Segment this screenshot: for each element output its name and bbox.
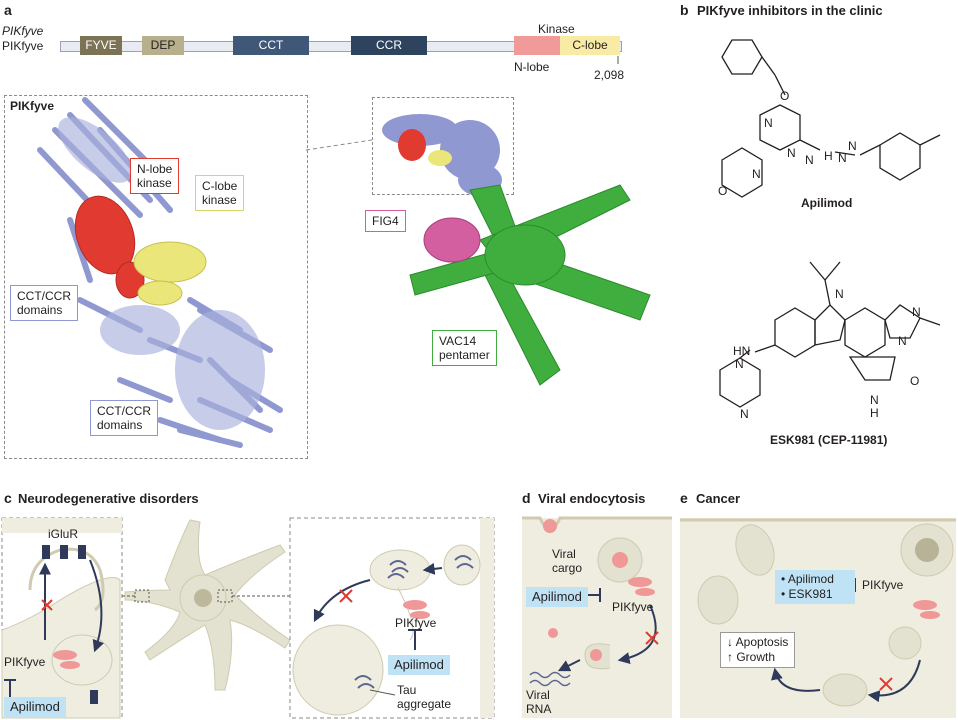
pikfyve-d-label: PIKfyve xyxy=(612,600,654,614)
inset-box xyxy=(372,97,514,195)
outcome-box: ↓ Apoptosis ↑ Growth xyxy=(720,632,796,668)
callout-cct-ccr-2: CCT/CCR domains xyxy=(90,400,158,436)
svg-text:H: H xyxy=(824,149,833,163)
panel-d-title: Viral endocytosis xyxy=(538,491,646,506)
tau-label: Tau aggregate xyxy=(397,683,452,711)
panel-a-label: a xyxy=(4,2,12,18)
svg-text:O: O xyxy=(780,89,789,103)
domain-cct: CCT xyxy=(233,36,309,55)
viral-rna-label: Viral RNA xyxy=(526,688,552,716)
apilimod-right-box: Apilimod xyxy=(388,655,450,675)
structure-box-title: PIKfyve xyxy=(10,99,55,113)
protein-name: PIKfyve xyxy=(2,39,44,53)
svg-text:N: N xyxy=(735,357,744,371)
callout-vac14: VAC14 pentamer xyxy=(432,330,497,366)
protein-backbone xyxy=(60,41,622,52)
svg-text:O: O xyxy=(910,374,919,388)
pikfyve-right-label: PIKfyve xyxy=(395,616,437,630)
domain-c-lobe: C-lobe xyxy=(560,36,620,55)
growth-label: ↑ Growth xyxy=(727,650,776,664)
domain-dep-label: DEP xyxy=(150,38,176,52)
drug2-label: • ESK981 xyxy=(781,587,833,601)
domain-ccr: CCR xyxy=(351,36,427,55)
n-lobe-structure xyxy=(74,195,145,299)
svg-text:N: N xyxy=(912,305,921,319)
pikfyve-body xyxy=(58,117,265,430)
domain-fyve-label: FYVE xyxy=(85,38,117,52)
compound-apilimod: Apilimod xyxy=(801,196,853,210)
kinase-label: Kinase xyxy=(538,22,575,36)
fig4-density xyxy=(423,217,481,263)
svg-text:N: N xyxy=(835,287,844,301)
pikfyve-e-label: PIKfyve xyxy=(862,578,904,592)
domain-fyve: FYVE xyxy=(80,36,122,55)
iglur-label: iGluR xyxy=(48,527,79,541)
callout-n-lobe: N-lobe kinase xyxy=(130,158,180,194)
compound-esk981: ESK981 (CEP-11981) xyxy=(770,433,888,447)
callout-c-lobe: C-lobe kinase xyxy=(195,175,245,211)
structure-box xyxy=(4,95,308,459)
pikfyve-left-label: PIKfyve xyxy=(4,655,46,669)
apoptosis-label: ↓ Apoptosis xyxy=(727,635,789,649)
svg-text:O: O xyxy=(718,184,727,198)
svg-text:HN: HN xyxy=(733,344,750,358)
drugs-box-e: • Apilimod • ESK981 xyxy=(775,570,855,604)
svg-text:N: N xyxy=(740,407,749,421)
panel-e-label: e xyxy=(680,490,688,506)
panel-c-label: c xyxy=(4,490,12,506)
apilimod-left-box: Apilimod xyxy=(4,697,66,717)
domain-dep: DEP xyxy=(142,36,184,55)
panel-c-title: Neurodegenerative disorders xyxy=(18,491,199,506)
svg-text:N: N xyxy=(848,139,857,153)
svg-text:N: N xyxy=(752,167,761,181)
svg-text:N: N xyxy=(805,153,814,167)
viral-cargo-label: Viral cargo xyxy=(552,547,583,575)
svg-text:N: N xyxy=(764,116,773,130)
panel-b-title: PIKfyve inhibitors in the clinic xyxy=(697,3,883,18)
svg-text:H: H xyxy=(870,406,879,420)
c-lobe-structure xyxy=(133,241,207,306)
vac14-density xyxy=(409,184,651,386)
n-lobe-label: N-lobe xyxy=(514,60,550,74)
svg-text:N: N xyxy=(870,393,879,407)
callout-fig4: FIG4 xyxy=(365,210,406,232)
apilimod-d-box: Apilimod xyxy=(526,587,588,607)
svg-text:N: N xyxy=(787,146,796,160)
panel-e-title: Cancer xyxy=(696,491,741,506)
callout-cct-ccr-1: CCT/CCR domains xyxy=(10,285,78,321)
gene-name: PIKfyve xyxy=(2,24,44,38)
domain-c-lobe-label: C-lobe xyxy=(572,38,608,52)
domain-ccr-label: CCR xyxy=(376,38,402,52)
svg-text:N: N xyxy=(898,334,907,348)
length-label: 2,098 xyxy=(594,68,625,82)
panel-d-label: d xyxy=(522,490,531,506)
drug1-label: • Apilimod xyxy=(781,572,834,586)
panel-b-label: b xyxy=(680,2,689,18)
svg-text:N: N xyxy=(838,151,847,165)
domain-n-lobe xyxy=(514,36,560,55)
domain-cct-label: CCT xyxy=(258,38,284,52)
